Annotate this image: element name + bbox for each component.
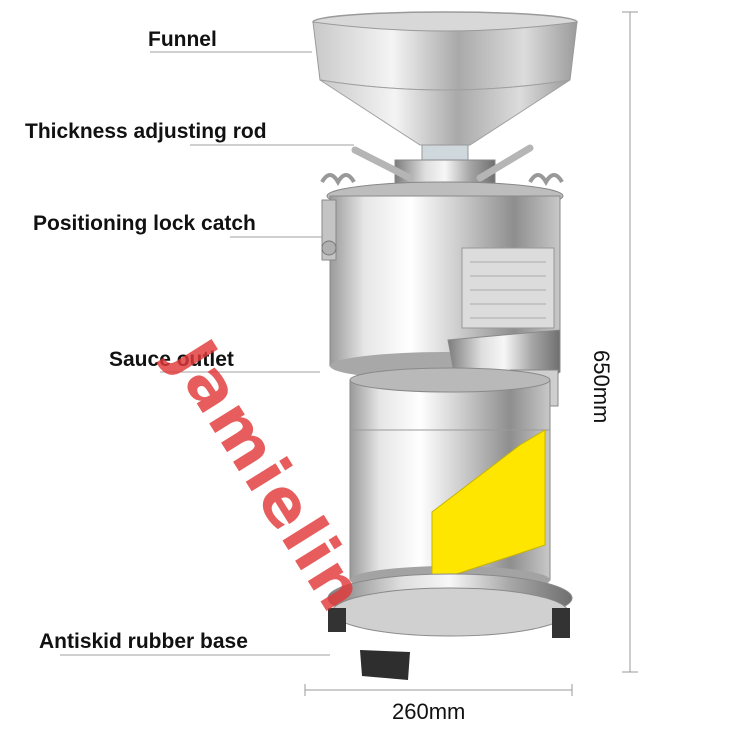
height-dimension-text: 650mm bbox=[589, 350, 614, 424]
base-part bbox=[327, 573, 573, 680]
thickness-rod-label: Thickness adjusting rod bbox=[25, 120, 267, 143]
lock-catch-part bbox=[321, 199, 337, 261]
height-dimension-line bbox=[622, 11, 638, 673]
funnel-part bbox=[312, 11, 578, 164]
leader-lines bbox=[60, 51, 354, 656]
yellow-label-panel bbox=[431, 429, 546, 583]
funnel-label: Funnel bbox=[148, 28, 217, 51]
lower-body-part bbox=[349, 367, 551, 594]
sauce-outlet-label: Sauce outlet bbox=[109, 348, 234, 371]
width-dimension-line bbox=[304, 684, 573, 696]
lock-catch-label: Positioning lock catch bbox=[33, 212, 256, 235]
width-dimension-text: 260mm bbox=[392, 699, 466, 724]
base-label: Antiskid rubber base bbox=[39, 630, 248, 653]
